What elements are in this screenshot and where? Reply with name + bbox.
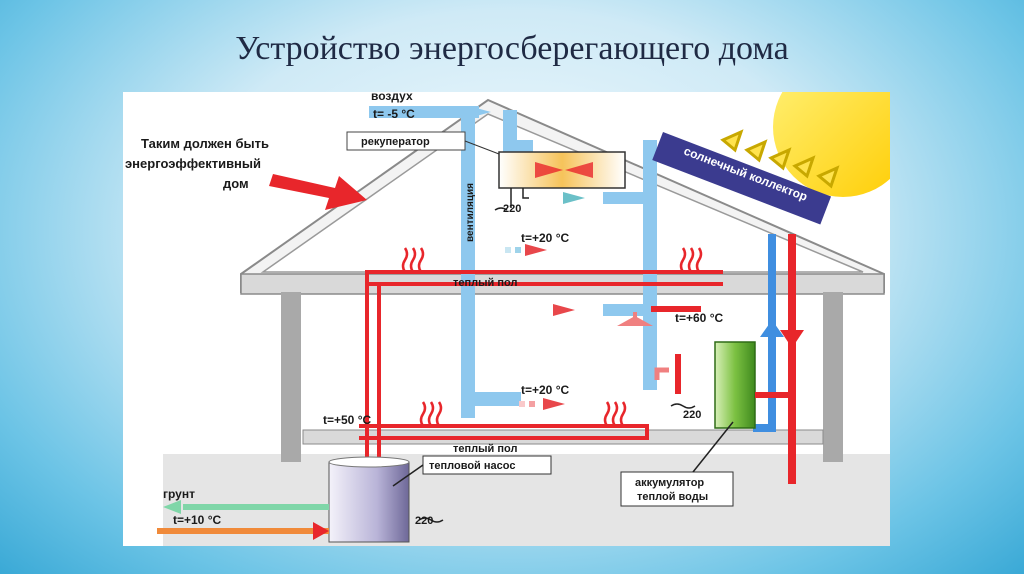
ground-loop xyxy=(157,500,329,540)
power-cords xyxy=(418,188,696,523)
ventilation-label: вентиляция xyxy=(465,183,476,242)
sun-rays xyxy=(720,129,840,189)
temp-lower-label: t=+20 °C xyxy=(521,383,569,397)
accumulator-label-2: теплой воды xyxy=(637,491,708,503)
callout-line-1: Таким должен быть xyxy=(141,136,269,151)
right-wall xyxy=(823,292,843,462)
diagram-canvas: воздух t= -5 °C рекуператор Таким должен… xyxy=(125,92,890,546)
accumulator-label-1: аккумулятор xyxy=(635,477,704,489)
voltage-pump: 220 xyxy=(415,515,433,527)
callout-line-2: энергоэффективный xyxy=(125,156,261,171)
airflow-arrows xyxy=(469,106,585,410)
lower-warm-floor xyxy=(359,424,649,440)
energy-house-diagram: воздух t= -5 °C рекуператор Таким должен… xyxy=(123,92,890,546)
temp-shower-label: t=+60 °C xyxy=(675,311,723,325)
tap-icon xyxy=(654,367,669,380)
heat-pump-unit xyxy=(328,461,410,543)
voltage-tank: 220 xyxy=(683,409,701,421)
up-arrow-cold xyxy=(760,320,784,337)
air-label: воздух xyxy=(371,92,413,103)
ventilation-ducts xyxy=(369,106,657,418)
warm-floor-lower-label: теплый пол xyxy=(453,443,517,455)
down-arrow-hot xyxy=(780,330,804,348)
temp-upper-label: t=+20 °C xyxy=(521,231,569,245)
ground-temp-label: t=+10 °C xyxy=(173,513,221,527)
left-wall xyxy=(281,292,301,462)
heat-icons xyxy=(401,247,703,427)
heat-pump-label: тепловой насос xyxy=(429,460,515,472)
voltage-top: 220 xyxy=(503,203,521,215)
air-temp-label: t= -5 °C xyxy=(373,107,415,121)
callout-arrow xyxy=(269,174,367,210)
callout-line-3: дом xyxy=(223,176,249,191)
solar-collector xyxy=(652,132,832,225)
warm-floor-upper-label: теплый пол xyxy=(453,277,517,289)
temp-pump-label: t=+50 °C xyxy=(323,413,371,427)
ground-label: грунт xyxy=(163,487,195,501)
hot-water-accumulator xyxy=(714,341,756,429)
recuperator-label: рекуператор xyxy=(361,136,430,148)
slide-title: Устройство энергосберегающего дома xyxy=(235,30,789,67)
accumulator-label-box xyxy=(620,471,734,507)
shower-head-icon xyxy=(617,316,653,326)
upper-warm-floor xyxy=(365,270,723,470)
